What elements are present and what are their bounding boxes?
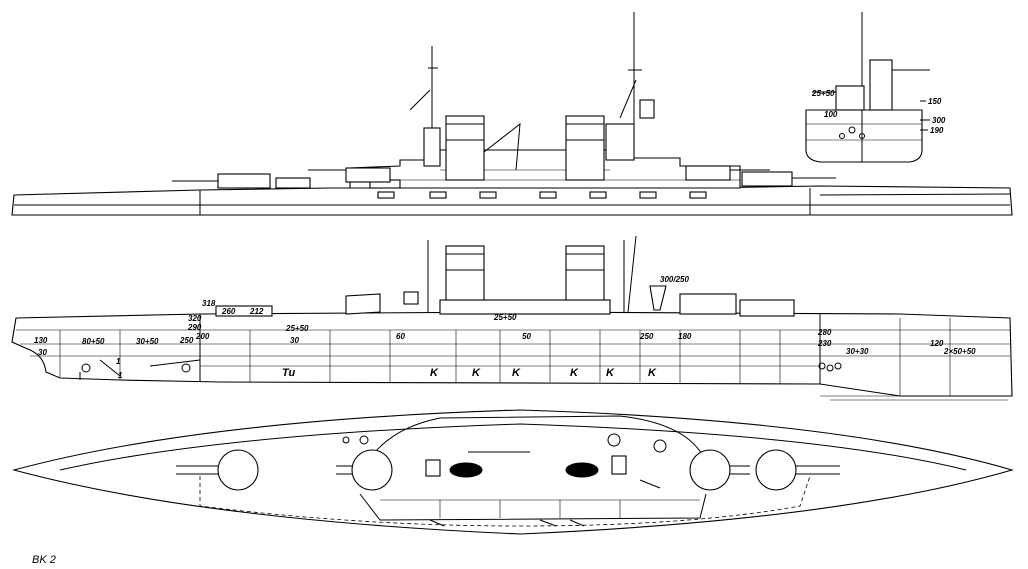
armor-label-250-aft: 250 <box>639 332 654 341</box>
inboard-armor-labels: 318 320 290 200 260 212 130 30 80+50 30+… <box>34 275 976 380</box>
label-one-b: 1 <box>118 371 123 380</box>
armor-label-280: 280 <box>817 328 832 337</box>
label-one-a: 1 <box>116 357 121 366</box>
armor-label-60: 60 <box>396 332 405 341</box>
armor-label-130-fwd: 130 <box>34 336 48 345</box>
label-boiler-4: K <box>570 367 579 379</box>
armor-label-80-50: 80+50 <box>82 337 105 346</box>
section-label-25-50: 25+50 <box>811 89 835 98</box>
armor-label-25-50-mid: 25+50 <box>493 313 517 322</box>
section-label-100: 100 <box>824 110 838 119</box>
section-label-150: 150 <box>928 97 942 106</box>
armor-label-212: 212 <box>249 307 264 316</box>
armor-label-30-mid: 30 <box>290 336 299 345</box>
profile-funnels <box>445 115 605 181</box>
armor-label-2x50-50: 2×50+50 <box>943 347 976 356</box>
drawing-caption: BK 2 <box>32 554 56 566</box>
label-boiler-3: K <box>512 367 521 379</box>
profile-hull <box>11 185 1013 216</box>
plan-turrets <box>176 449 840 491</box>
label-turbine: Tu <box>282 367 296 379</box>
armor-label-30-50: 30+50 <box>136 337 159 346</box>
armor-label-30-30: 30+30 <box>846 347 869 356</box>
label-boiler-1: K <box>430 367 439 379</box>
profile-secondary-guns <box>377 191 707 199</box>
inboard-superstructure <box>215 235 795 317</box>
armor-label-50: 50 <box>522 332 531 341</box>
armor-label-250-fwd: 250 <box>179 336 194 345</box>
profile-masts <box>409 12 655 171</box>
midship-section: 25+50 150 300 190 100 <box>805 12 946 163</box>
inboard-profile: 318 320 290 200 260 212 130 30 80+50 30+… <box>11 235 1013 401</box>
section-label-300: 300 <box>932 116 946 125</box>
armor-label-230: 230 <box>817 339 832 348</box>
plan-funnels <box>449 462 599 478</box>
armor-label-25-50-fwd: 25+50 <box>285 324 309 333</box>
armor-label-290: 290 <box>187 323 202 332</box>
armor-label-318: 318 <box>202 299 216 308</box>
inboard-machinery <box>79 359 842 380</box>
armor-label-300-250: 300/250 <box>660 275 689 284</box>
label-boiler-6: K <box>648 367 657 379</box>
plan-details <box>342 433 667 527</box>
label-boiler-2: K <box>472 367 481 379</box>
label-boiler-5: K <box>606 367 615 379</box>
plan-view <box>11 409 1014 535</box>
armor-label-180: 180 <box>678 332 692 341</box>
armor-label-260: 260 <box>221 307 236 316</box>
armor-label-30-fwd: 30 <box>38 348 47 357</box>
outboard-profile <box>11 12 1013 216</box>
profile-turrets <box>172 165 836 189</box>
section-label-190: 190 <box>930 126 944 135</box>
inboard-hull <box>11 311 1013 401</box>
armor-label-120: 120 <box>930 339 944 348</box>
armor-label-200: 200 <box>195 332 210 341</box>
armor-label-320: 320 <box>188 314 202 323</box>
